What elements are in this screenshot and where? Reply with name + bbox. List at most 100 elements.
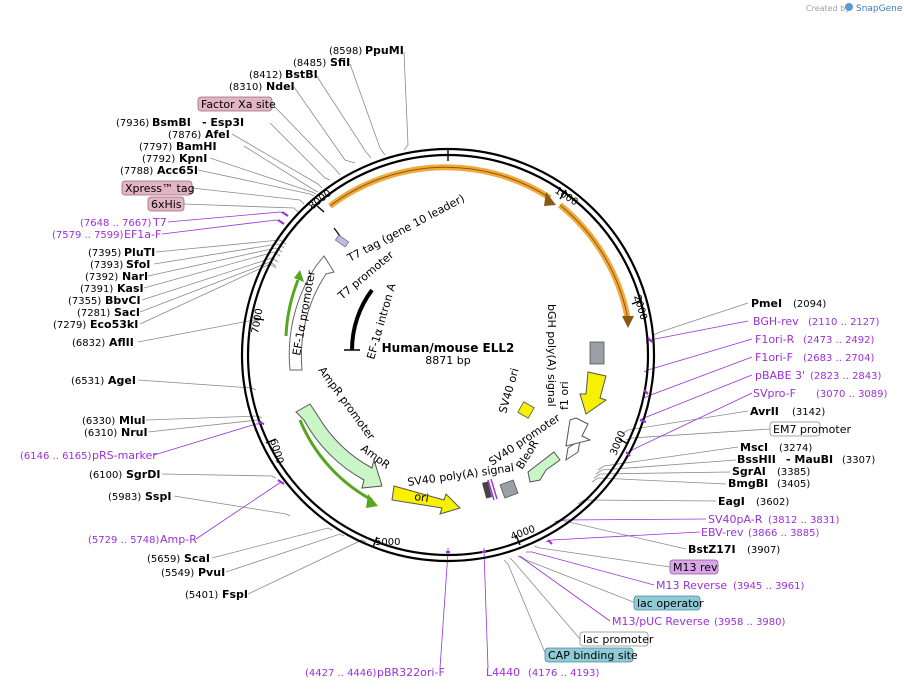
- label-f1-ori: f1 ori: [558, 381, 571, 410]
- site-pos-bstbi: (8412): [249, 70, 282, 81]
- primer-f1ori-f: F1ori-F: [755, 351, 793, 364]
- tick-6000: 6000: [267, 438, 285, 466]
- site-pos-eco53ki: (7279): [53, 320, 86, 331]
- primer-range-ebv-rev: (3866 .. 3885): [748, 528, 820, 539]
- site-pos-pvui: (5549): [161, 568, 194, 579]
- plasmid-name: Human/mouse ELL2: [382, 341, 515, 355]
- primer-range-m13-reverse: (3945 .. 3961): [733, 581, 805, 592]
- primer-range-pbr322ori-f: (4427 .. 4446): [305, 668, 377, 679]
- site-afei: AfeI: [205, 128, 230, 141]
- site-fspi: FspI: [222, 588, 248, 601]
- site-sgrdi: SgrDI: [126, 468, 160, 481]
- primer-l4440: L4440: [486, 666, 520, 679]
- site-sspi: SspI: [145, 490, 171, 503]
- primer-m13-puc-reverse: M13/pUC Reverse: [612, 615, 710, 628]
- tick-1000: 1000: [552, 185, 579, 208]
- box-lac-promoter: lac promoter: [583, 633, 654, 646]
- right-primers: BGH-rev (2110 .. 2127) F1ori-R (2473 .. …: [612, 315, 888, 628]
- site-scai: ScaI: [184, 552, 210, 565]
- site-pos-sfoi: (7393): [90, 260, 123, 271]
- box-factor-xa: Factor Xa site: [201, 98, 276, 111]
- tick-5000: 5000: [375, 537, 400, 548]
- site-msci: MscI: [740, 441, 768, 454]
- box-xpress-tag: Xpress™ tag: [125, 182, 195, 195]
- site-esp3i: - Esp3I: [202, 116, 244, 129]
- site-sgrai: SgrAI: [732, 465, 766, 478]
- site-maubi: - MauBI: [786, 453, 833, 466]
- site-pos-bsmbi: (7936): [116, 118, 149, 129]
- box-em7-promoter: EM7 promoter: [773, 423, 851, 436]
- site-pos-acc65i: (7788): [120, 166, 153, 177]
- primer-prs-marker: pRS-marker: [92, 449, 157, 462]
- primer-marks: [257, 211, 653, 553]
- site-pos-bstz17i: (3907): [747, 545, 780, 556]
- site-bsmbi: BsmBI: [152, 116, 191, 129]
- primer-range-l4440: (4176 .. 4193): [528, 668, 600, 679]
- site-saci: SacI: [114, 306, 140, 319]
- box-lac-operator: lac operator: [637, 597, 704, 610]
- site-kpni: KpnI: [179, 152, 207, 165]
- site-pos-bamhi: (7797): [139, 142, 172, 153]
- site-pos-nari: (7392): [85, 272, 118, 283]
- site-nrui: NruI: [121, 426, 148, 439]
- site-bstz17i: BstZ17I: [688, 543, 736, 556]
- site-eagi: EagI: [718, 495, 745, 508]
- site-pos-avrii: (3142): [792, 407, 825, 418]
- site-avrii: AvrII: [750, 405, 779, 418]
- bottom-primers: (4427 .. 4446) pBR322ori-F L4440 (4176 .…: [305, 666, 600, 679]
- site-sfoi: SfoI: [126, 258, 150, 271]
- credit: Created by SnapGene: [806, 3, 903, 14]
- site-pos-kasi: (7391): [80, 284, 113, 295]
- tick-7000: 7000: [250, 308, 265, 335]
- snapgene-logo-icon: [845, 3, 853, 11]
- right-boxes: EM7 promoter M13 rev lac operator lac pr…: [544, 421, 851, 663]
- left-primers: (7648 .. 7667) T7 (7579 .. 7599) EF1a-F …: [20, 216, 197, 546]
- site-pos-bsshii: (3307): [842, 455, 875, 466]
- primer-ef1a-f: EF1a-F: [124, 228, 161, 241]
- site-pos-ndei: (8310): [229, 82, 262, 93]
- site-pos-pluti: (7395): [88, 248, 121, 259]
- insert-arc: [328, 164, 634, 328]
- site-agei: AgeI: [108, 374, 136, 387]
- site-pos-saci: (7281): [77, 308, 110, 319]
- site-ndei: NdeI: [266, 80, 295, 93]
- primer-m13-reverse: M13 Reverse: [656, 579, 727, 592]
- primer-pbabe3: pBABE 3': [755, 369, 805, 382]
- label-t7-tag: T7 tag (gene 10 leader): [344, 192, 466, 265]
- site-bstbi: BstBI: [285, 68, 318, 81]
- site-bmgbi: BmgBI: [728, 477, 768, 490]
- primer-pbr322ori-f: pBR322ori-F: [377, 666, 445, 679]
- scale-ticks: [253, 149, 643, 548]
- site-bamhi: BamHI: [176, 140, 217, 153]
- primer-sv40pa-r: SV40pA-R: [708, 513, 763, 526]
- primer-range-amp-r: (5729 .. 5748): [88, 535, 160, 546]
- label-sv40-ori: SV40 ori: [496, 367, 521, 415]
- plasmid-size: 8871 bp: [425, 354, 470, 367]
- site-pos-mlui: (6330): [82, 416, 115, 427]
- primer-range-t7: (7648 .. 7667): [80, 218, 152, 229]
- top-sites: (8598) PpuMI (8485) SfiI (8412) BstBI (8…: [229, 44, 404, 93]
- box-6xhis: 6xHis: [151, 198, 182, 211]
- primer-range-pbabe3: (2823 .. 2843): [810, 371, 882, 382]
- primer-range-sv40pa-r: (3812 .. 3831): [768, 515, 840, 526]
- primer-svpro-f: SVpro-F: [753, 387, 796, 400]
- site-pos-aflii: (6832): [72, 338, 105, 349]
- label-sv40-polya: SV40 poly(A) signal: [407, 461, 515, 489]
- site-pos-sfii: (8485): [293, 58, 326, 69]
- primer-amp-r: Amp-R: [160, 533, 197, 546]
- primer-f1ori-r: F1ori-R: [755, 333, 795, 346]
- site-bsshii: BssHII: [737, 453, 776, 466]
- primer-range-bgh-rev: (2110 .. 2127): [808, 317, 880, 328]
- site-pos-sgrai: (3385): [777, 467, 810, 478]
- site-pmei: PmeI: [751, 297, 782, 310]
- primer-range-m13-puc-reverse: (3958 .. 3980): [714, 617, 786, 628]
- site-pos-kpni: (7792): [142, 154, 175, 165]
- site-pvui: PvuI: [198, 566, 225, 579]
- features: [284, 227, 608, 515]
- site-pos-eagi: (3602): [756, 497, 789, 508]
- site-pos-afei: (7876): [168, 130, 201, 141]
- site-pos-scai: (5659): [147, 554, 180, 565]
- t7-tag-mark: [333, 227, 341, 237]
- label-ori: ori: [414, 490, 430, 505]
- site-mlui: MluI: [119, 414, 146, 427]
